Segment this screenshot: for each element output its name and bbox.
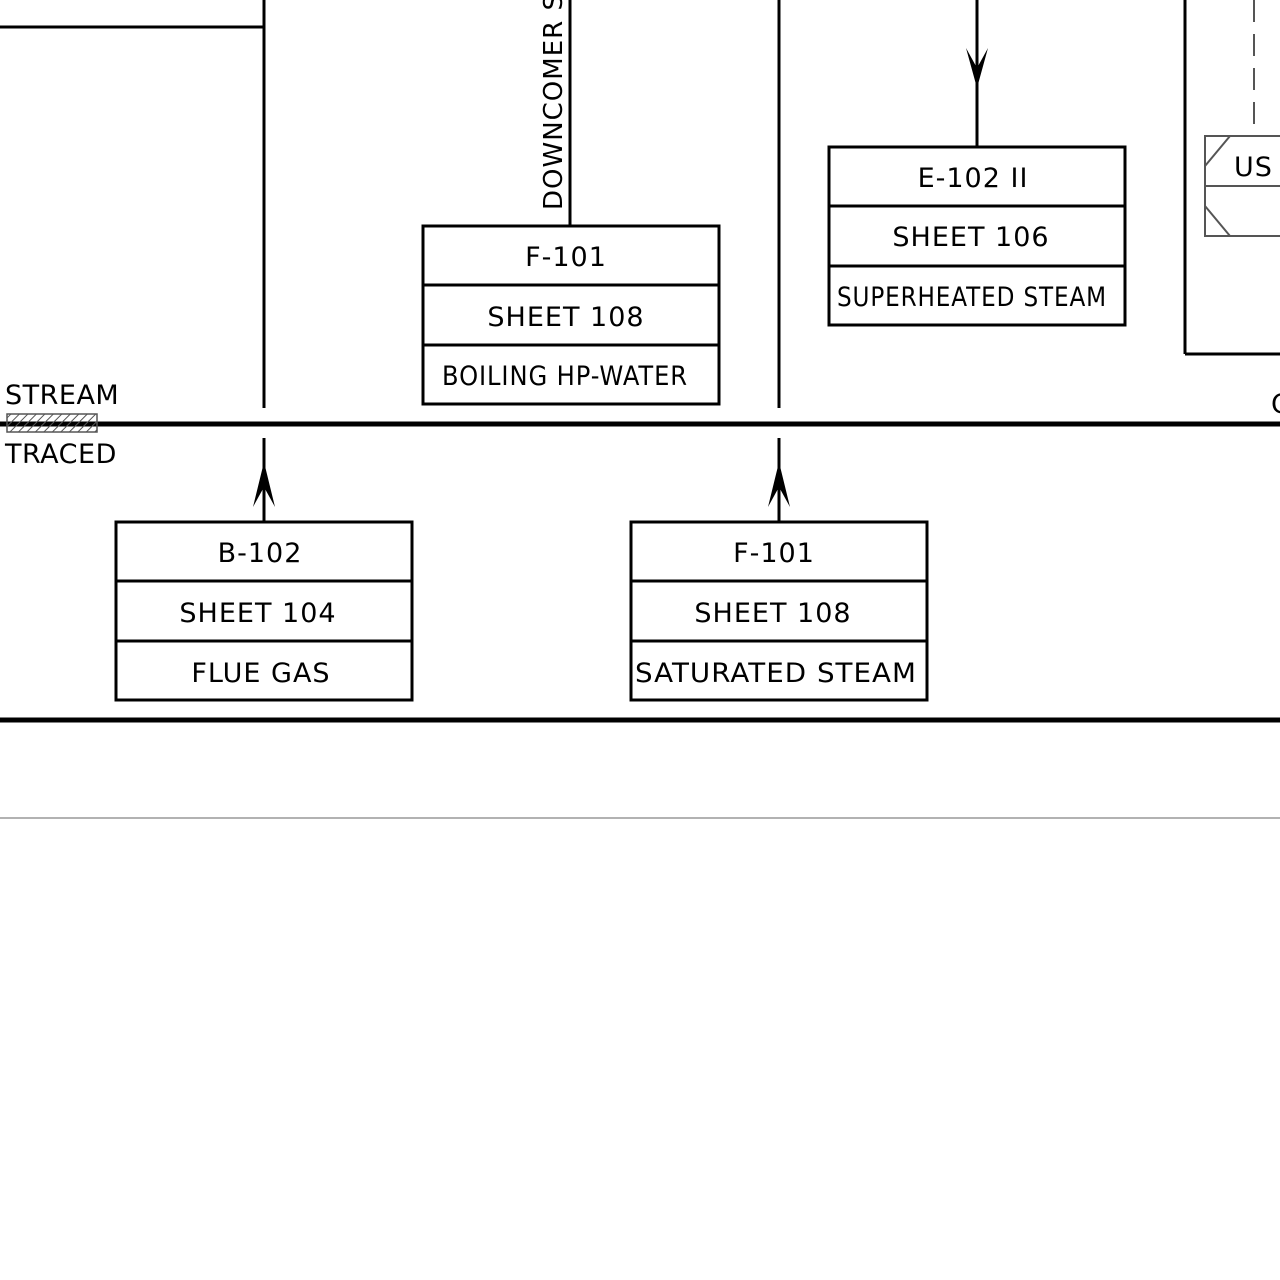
flow-arrow-down-icon xyxy=(966,48,988,88)
legend-bottom-label: TRACED xyxy=(4,439,117,470)
connector-sheet: SHEET 108 xyxy=(694,598,851,629)
legend-top-label: STREAM xyxy=(5,380,119,411)
connector-sheet: SHEET 104 xyxy=(179,598,336,629)
connector-box-flue-gas[interactable]: B-102 SHEET 104 FLUE GAS xyxy=(114,520,414,702)
connector-stream: BOILING HP-WATER xyxy=(442,361,688,392)
flow-arrow-up-icon xyxy=(253,462,275,507)
connector-stream: SUPERHEATED STEAM xyxy=(837,282,1107,313)
connector-stream: SATURATED STEAM xyxy=(635,658,917,689)
connector-sheet: SHEET 106 xyxy=(892,222,1049,253)
flue-gas-riser xyxy=(253,438,275,522)
connector-sheet: SHEET 108 xyxy=(487,302,644,333)
cut-off-instrument-label: US xyxy=(1234,152,1273,183)
connector-tag: F-101 xyxy=(525,242,607,273)
connector-tag: E-102 II xyxy=(918,163,1029,194)
top-left-process-line xyxy=(0,0,266,408)
connector-tag: B-102 xyxy=(218,538,303,569)
edge-fragment-label: C xyxy=(1271,389,1280,420)
connector-tag: F-101 xyxy=(733,538,815,569)
connector-box-superheated-steam[interactable]: E-102 II SHEET 106 SUPERHEATED STEAM xyxy=(827,145,1127,327)
right-equipment-outline: US xyxy=(1183,0,1280,356)
connector-stream: FLUE GAS xyxy=(191,658,330,689)
connector-box-saturated-steam[interactable]: F-101 SHEET 108 SATURATED STEAM xyxy=(629,520,929,702)
downcomer-label: DOWNCOMER S xyxy=(539,0,569,210)
hatch-swatch xyxy=(6,413,98,433)
connector-box-boiling-hp-water[interactable]: F-101 SHEET 108 BOILING HP-WATER xyxy=(421,224,721,406)
superheated-steam-line xyxy=(966,0,988,147)
flow-arrow-up-icon xyxy=(768,462,790,507)
saturated-steam-riser xyxy=(768,438,790,522)
steam-traced-legend: STREAM TRACED xyxy=(4,380,119,470)
